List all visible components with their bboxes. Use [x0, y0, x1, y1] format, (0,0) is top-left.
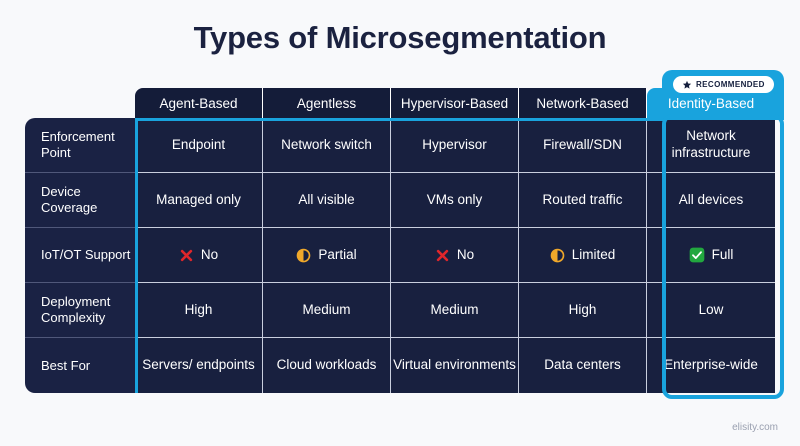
column-header-label: Hypervisor-Based [400, 95, 509, 111]
cell-text: VMs only [426, 191, 483, 207]
cell-text: Partial [318, 246, 357, 262]
half-circle-icon [296, 248, 311, 263]
cell-deployment-complexity-identity-based: Low [647, 283, 775, 338]
cell-text: Data centers [544, 357, 621, 373]
cell-iot-ot-support-agent-based: No [135, 228, 263, 283]
cell-device-coverage-network-based: Routed traffic [519, 173, 647, 228]
status-indicator: No [179, 247, 218, 264]
row-label-text: Enforcement Point [41, 129, 115, 160]
row-label-iot-ot-support: IoT/OT Support [25, 228, 135, 283]
cell-text: All devices [678, 191, 744, 207]
cell-text: No [200, 246, 219, 262]
star-icon [682, 80, 692, 90]
cell-deployment-complexity-hypervisor-based: Medium [391, 283, 519, 338]
cell-best-for-agentless: Cloud workloads [263, 338, 391, 393]
cell-device-coverage-agent-based: Managed only [135, 173, 263, 228]
row-label-text: IoT/OT Support [41, 247, 131, 263]
page-title: Types of Microsegmentation [193, 20, 607, 55]
status-indicator: Full [689, 246, 734, 264]
cell-enforcement-point-agent-based: Endpoint [135, 118, 263, 173]
cell-text: Routed traffic [542, 191, 623, 207]
recommended-badge-label: RECOMMENDED [696, 80, 765, 89]
cell-device-coverage-identity-based: All devices [647, 173, 775, 228]
cell-iot-ot-support-network-based: Limited [519, 228, 647, 283]
cell-text: Hypervisor [422, 136, 487, 152]
recommended-badge: RECOMMENDED [673, 76, 774, 93]
row-label-text: Device Coverage [41, 184, 98, 215]
check-icon [689, 247, 705, 263]
cell-text: Managed only [156, 191, 241, 207]
table-corner-cell [25, 88, 135, 118]
column-header-hypervisor-based[interactable]: Hypervisor-Based [391, 88, 519, 118]
row-label-best-for: Best For [25, 338, 135, 393]
cell-text: Medium [302, 301, 351, 317]
cell-enforcement-point-network-based: Firewall/SDN [519, 118, 647, 173]
cell-text: Network infrastructure [671, 128, 751, 160]
cell-text: High [568, 301, 597, 317]
grid-top-accent-line [135, 118, 665, 121]
column-header-label: Network-Based [536, 95, 629, 111]
cell-best-for-network-based: Data centers [519, 338, 647, 393]
row-label-enforcement-point: Enforcement Point [25, 118, 135, 173]
cell-text: No [456, 246, 475, 262]
half-circle-icon [550, 248, 565, 263]
cell-text: Servers/ endpoints [142, 357, 255, 373]
cell-text: High [184, 301, 213, 317]
cell-enforcement-point-agentless: Network switch [263, 118, 391, 173]
cell-deployment-complexity-agent-based: High [135, 283, 263, 338]
cell-text: Limited [571, 246, 616, 262]
column-header-agentless[interactable]: Agentless [263, 88, 391, 118]
cell-text: Enterprise-wide [664, 357, 758, 373]
cell-best-for-identity-based: Enterprise-wide [647, 338, 775, 393]
cell-text: Endpoint [171, 136, 226, 152]
row-label-device-coverage: Device Coverage [25, 173, 135, 228]
cell-iot-ot-support-hypervisor-based: No [391, 228, 519, 283]
cell-text: Cloud workloads [276, 357, 377, 373]
cell-deployment-complexity-network-based: High [519, 283, 647, 338]
cross-icon [435, 248, 450, 263]
status-indicator: No [435, 247, 474, 264]
cell-text: Firewall/SDN [543, 136, 622, 152]
cell-iot-ot-support-agentless: Partial [263, 228, 391, 283]
column-header-label: Identity-Based [667, 95, 755, 111]
column-header-agent-based[interactable]: Agent-Based [135, 88, 263, 118]
cross-icon [179, 248, 194, 263]
cell-iot-ot-support-identity-based: Full [647, 228, 775, 283]
cell-deployment-complexity-agentless: Medium [263, 283, 391, 338]
row-label-text: Best For [41, 357, 91, 373]
cell-text: Low [698, 301, 724, 317]
status-indicator: Partial [296, 246, 357, 264]
cell-device-coverage-agentless: All visible [263, 173, 391, 228]
cell-text: Virtual environments [393, 357, 516, 373]
site-credit: elisity.com [732, 422, 778, 433]
column-header-label: Agentless [296, 95, 357, 111]
cell-text: Full [711, 246, 734, 262]
cell-best-for-hypervisor-based: Virtual environments [391, 338, 519, 393]
grid-left-accent-line [135, 118, 138, 393]
cell-text: Network switch [281, 136, 372, 152]
column-header-label: Agent-Based [159, 95, 238, 111]
cell-best-for-agent-based: Servers/ endpoints [135, 338, 263, 393]
status-indicator: Limited [550, 246, 616, 264]
row-label-deployment-complexity: Deployment Complexity [25, 283, 135, 338]
cell-text: Medium [430, 301, 479, 317]
row-label-text: Deployment Complexity [41, 294, 111, 325]
cell-enforcement-point-hypervisor-based: Hypervisor [391, 118, 519, 173]
cell-device-coverage-hypervisor-based: VMs only [391, 173, 519, 228]
cell-text: All visible [298, 191, 355, 207]
cell-enforcement-point-identity-based: Network infrastructure [647, 118, 775, 173]
column-header-identity-based[interactable]: Identity-Based [647, 88, 775, 118]
column-header-network-based[interactable]: Network-Based [519, 88, 647, 118]
